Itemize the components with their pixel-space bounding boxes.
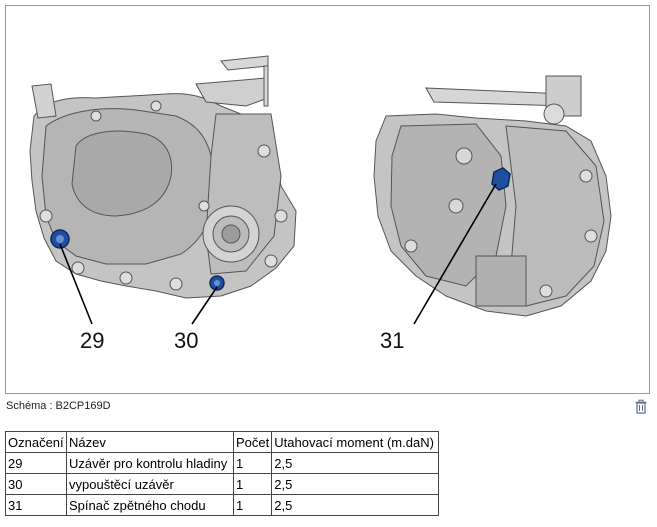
header-utahovaci-moment: Utahovací moment (m.daN) — [271, 431, 440, 453]
cell-oznaceni: 30 — [5, 473, 67, 495]
cell-moment: 2,5 — [271, 494, 440, 516]
callout-29: 29 — [80, 328, 105, 353]
cell-nazev: vypouštěcí uzávěr — [66, 473, 234, 495]
cell-nazev: Uzávěr pro kontrolu hladiny — [66, 452, 234, 474]
leader-line-30 — [191, 286, 218, 325]
trash-icon[interactable] — [634, 399, 648, 415]
header-oznaceni: Označení — [5, 431, 67, 453]
header-nazev: Název — [66, 431, 234, 453]
cell-oznaceni: 29 — [5, 452, 67, 474]
gearbox-left-view — [29, 55, 297, 299]
cell-pocet: 1 — [232, 452, 273, 474]
gearbox-illustration — [29, 55, 612, 325]
cell-pocet: 1 — [232, 473, 273, 495]
header-pocet: Počet — [232, 431, 273, 453]
table-row: 29 Uzávěr pro kontrolu hladiny 1 2,5 — [5, 452, 440, 474]
cell-nazev: Spínač zpětného chodu — [66, 494, 234, 516]
leader-line-29 — [59, 243, 93, 325]
table-row: 31 Spínač zpětného chodu 1 2,5 — [5, 494, 440, 516]
cell-oznaceni: 31 — [5, 494, 67, 516]
plug-29-marker — [50, 229, 70, 249]
gearbox-right-view — [373, 75, 612, 317]
plug-30-marker — [209, 275, 225, 291]
gearbox-figure: 29 30 31 — [5, 5, 650, 394]
callout-31: 31 — [380, 328, 405, 353]
cell-moment: 2,5 — [271, 452, 440, 474]
table-row: 30 vypouštěcí uzávěr 1 2,5 — [5, 473, 440, 495]
cell-pocet: 1 — [232, 494, 273, 516]
table-header-row: Označení Název Počet Utahovací moment (m… — [5, 431, 440, 453]
leader-line-31 — [413, 183, 497, 325]
cell-moment: 2,5 — [271, 473, 440, 495]
figure-caption: Schéma : B2CP169D — [6, 400, 111, 412]
callout-30: 30 — [174, 328, 199, 353]
parts-table: Označení Název Počet Utahovací moment (m… — [5, 431, 440, 516]
